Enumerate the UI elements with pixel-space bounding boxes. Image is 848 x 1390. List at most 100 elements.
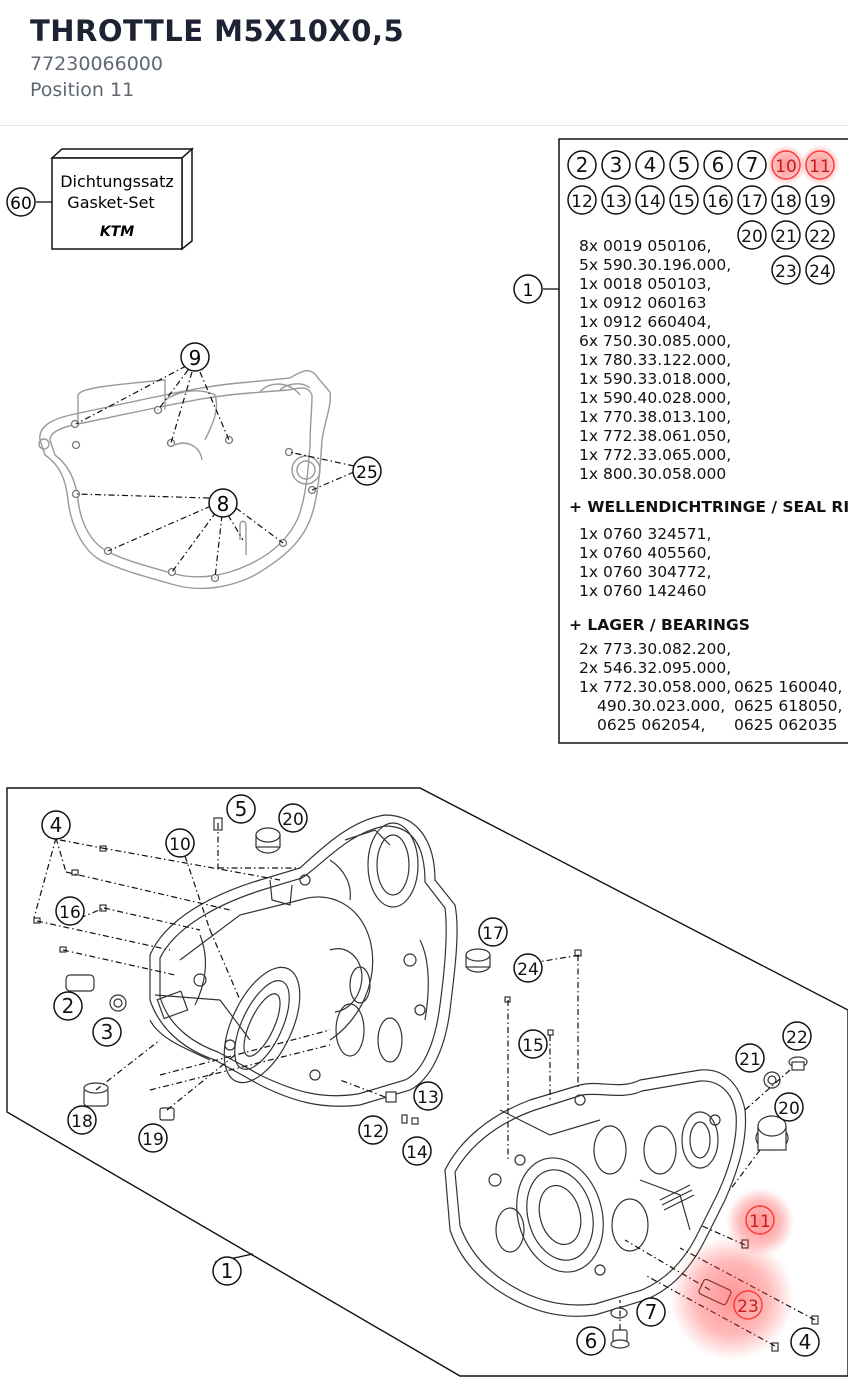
kit-part-4: 1x 0912 660404, (579, 313, 711, 331)
svg-text:18: 18 (71, 1112, 93, 1132)
callout-c10[interactable]: 10 (165, 828, 195, 858)
svg-text:20: 20 (741, 227, 763, 247)
kit-part-8: 1x 590.40.028.000, (579, 389, 731, 407)
svg-text:5: 5 (235, 797, 248, 821)
bearing-0: 2x 773.30.082.200, (579, 640, 731, 658)
bearing-3: 490.30.023.000, (597, 697, 725, 715)
svg-text:17: 17 (741, 192, 763, 212)
svg-text:15: 15 (673, 192, 695, 212)
kit-circle-4[interactable]: 4 (635, 150, 665, 180)
kit-circle-24[interactable]: 24 (805, 255, 835, 285)
callout-c17[interactable]: 17 (478, 917, 508, 947)
kit-circle-10[interactable]: 10 (771, 150, 801, 180)
kit-circle-5[interactable]: 5 (669, 150, 699, 180)
gasket-leader-lines (75, 365, 355, 579)
svg-text:4: 4 (799, 1330, 812, 1354)
svg-text:24: 24 (517, 960, 539, 980)
svg-text:4: 4 (644, 153, 657, 177)
svg-text:16: 16 (59, 903, 81, 923)
position-label: Position 11 (30, 79, 135, 101)
kit-circle-19[interactable]: 19 (805, 185, 835, 215)
callout-9[interactable]: 9 (180, 342, 210, 372)
callout-c22[interactable]: 22 (782, 1021, 812, 1051)
svg-text:13: 13 (605, 192, 627, 212)
kit-part-7: 1x 590.33.018.000, (579, 370, 731, 388)
callout-1-kit[interactable] (513, 274, 543, 304)
gasket-bolt-holes (70, 405, 317, 583)
svg-text:10: 10 (169, 835, 191, 855)
svg-text:11: 11 (749, 1212, 771, 1232)
callout-c19[interactable]: 19 (138, 1123, 168, 1153)
callout-c24[interactable]: 24 (513, 953, 543, 983)
kit-circle-13[interactable]: 13 (601, 185, 631, 215)
svg-text:14: 14 (639, 192, 661, 212)
kit-circle-17[interactable]: 17 (737, 185, 767, 215)
callout-c1[interactable]: 1 (212, 1256, 242, 1286)
callout-c20a[interactable]: 20 (278, 803, 308, 833)
kit-circle-15[interactable]: 15 (669, 185, 699, 215)
kit-circle-16[interactable]: 16 (703, 185, 733, 215)
callout-c7[interactable]: 7 (636, 1297, 666, 1327)
callout-c21[interactable]: 21 (735, 1043, 765, 1073)
bearing-2: 1x 772.30.058.000, (579, 678, 731, 696)
svg-text:10: 10 (775, 157, 797, 177)
callout-c12[interactable]: 12 (358, 1115, 388, 1145)
svg-text:21: 21 (739, 1050, 761, 1070)
gasket-kit-box: Dichtungssatz Gasket-Set KTM 60 (6, 147, 194, 251)
seal-2: 1x 0760 304772, (579, 563, 711, 581)
kit-circle-20[interactable]: 20 (737, 220, 767, 250)
kit-box-line2: Gasket-Set (67, 193, 154, 212)
callout-c4b[interactable]: 4 (790, 1327, 820, 1357)
kit-circle-18[interactable]: 18 (771, 185, 801, 215)
kit-circle-11[interactable]: 11 (805, 150, 835, 180)
callout-c6[interactable]: 6 (576, 1326, 606, 1356)
kit-circle-22[interactable]: 22 (805, 220, 835, 250)
svg-text:3: 3 (610, 153, 623, 177)
kit-circle-14[interactable]: 14 (635, 185, 665, 215)
kit-circle-12[interactable]: 12 (567, 185, 597, 215)
callout-c4a[interactable]: 4 (41, 810, 71, 840)
kit-circle-2[interactable]: 2 (567, 150, 597, 180)
kit-circle-6[interactable]: 6 (703, 150, 733, 180)
svg-text:17: 17 (482, 924, 504, 944)
svg-text:18: 18 (775, 192, 797, 212)
svg-text:7: 7 (645, 1300, 658, 1324)
svg-text:14: 14 (406, 1143, 428, 1163)
callout-c5[interactable]: 5 (226, 794, 256, 824)
kit-circle-7[interactable]: 7 (737, 150, 767, 180)
kit-circle-21[interactable]: 21 (771, 220, 801, 250)
callout-c2[interactable]: 2 (53, 991, 83, 1021)
seal-0: 1x 0760 324571, (579, 525, 711, 543)
callout-c23[interactable]: 23 (733, 1290, 763, 1320)
kit-circle-3[interactable]: 3 (601, 150, 631, 180)
svg-text:1: 1 (523, 281, 534, 301)
callout-c16[interactable]: 16 (55, 896, 85, 926)
callout-c11[interactable]: 11 (745, 1205, 775, 1235)
kit-part-1: 5x 590.30.196.000, (579, 256, 731, 274)
callout-c13[interactable]: 13 (413, 1081, 443, 1111)
seal-3: 1x 0760 142460 (579, 582, 707, 600)
svg-text:21: 21 (775, 227, 797, 247)
left-crankcase-half (149, 814, 458, 1107)
kit-part-5: 6x 750.30.085.000, (579, 332, 731, 350)
kit-part-2: 1x 0018 050103, (579, 275, 711, 293)
callout-c3[interactable]: 3 (92, 1017, 122, 1047)
callout-c14[interactable]: 14 (402, 1136, 432, 1166)
callout-25[interactable]: 25 (352, 456, 382, 486)
kit-circle-23[interactable]: 23 (771, 255, 801, 285)
bearing-4: 0625 062054, (597, 716, 705, 734)
svg-text:20: 20 (778, 1099, 800, 1119)
svg-text:12: 12 (362, 1122, 384, 1142)
svg-text:15: 15 (522, 1036, 544, 1056)
svg-text:2: 2 (62, 994, 75, 1018)
svg-text:3: 3 (101, 1020, 114, 1044)
callout-60[interactable] (6, 187, 36, 217)
callout-8[interactable]: 8 (208, 488, 238, 518)
callout-c15[interactable]: 15 (518, 1029, 548, 1059)
svg-text:19: 19 (809, 192, 831, 212)
callout-c20b[interactable]: 20 (774, 1092, 804, 1122)
callout-c18[interactable]: 18 (67, 1105, 97, 1135)
svg-text:5: 5 (678, 153, 691, 177)
kit-part-12: 1x 800.30.058.000 (579, 465, 726, 483)
